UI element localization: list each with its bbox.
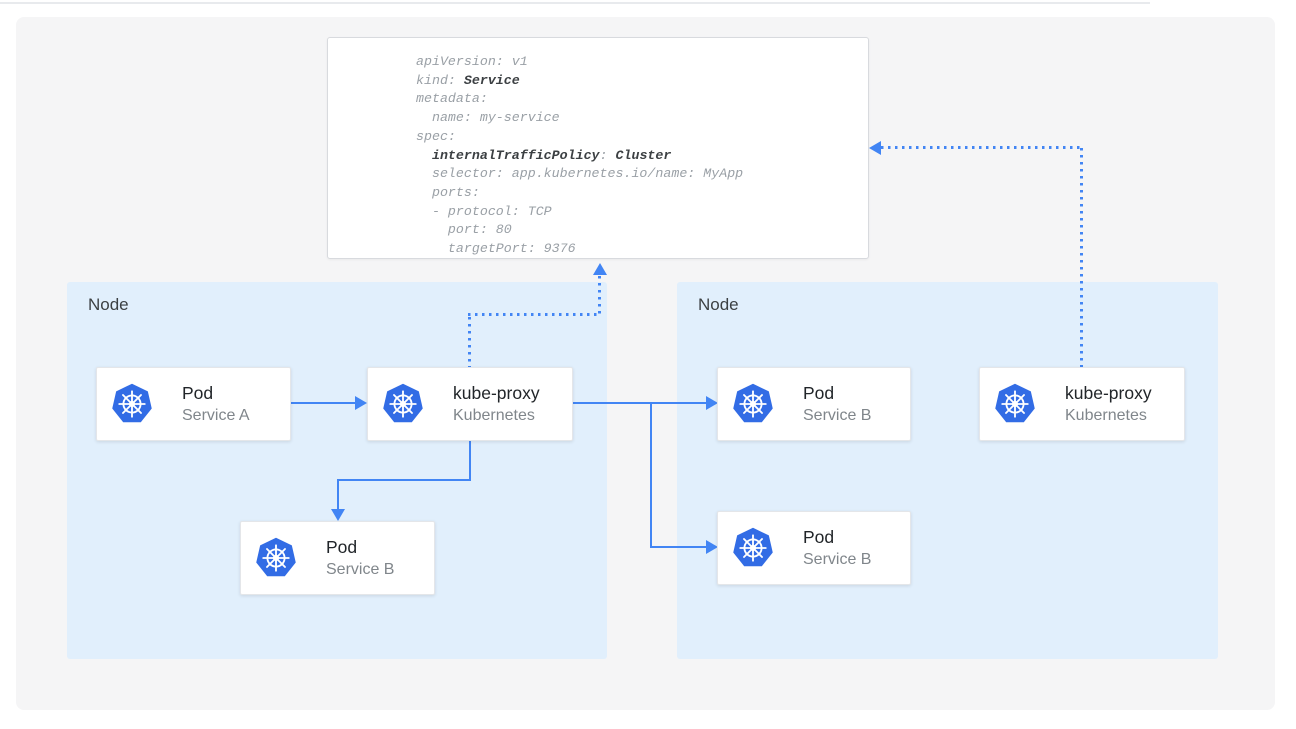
card-title: Pod [803, 527, 835, 547]
card-pod-service-a: Pod Service A [96, 367, 291, 441]
card-subtitle: Service B [326, 561, 395, 578]
yaml-line: targetPort: 9376 [416, 241, 576, 257]
node-label-left: Node [88, 295, 129, 314]
yaml-line: kind: Service [416, 72, 520, 88]
yaml-line: apiVersion: v1 [416, 54, 528, 69]
yaml-code: apiVersion: v1 kind: Service metadata: nam… [416, 53, 868, 259]
yaml-manifest-panel: apiVersion: v1 kind: Service metadata: nam… [327, 37, 869, 259]
node-box-left [67, 282, 607, 659]
card-kube-proxy-right: kube-proxy Kubernetes [979, 367, 1185, 441]
card-subtitle: Service B [803, 407, 872, 424]
card-title: kube-proxy [1065, 383, 1152, 403]
card-pod-service-b-left: Pod Service B [240, 521, 435, 595]
kubernetes-icon [110, 382, 154, 426]
yaml-line: internalTrafficPolicy: Cluster [431, 147, 672, 163]
yaml-line: spec: [416, 128, 456, 144]
card-subtitle: Kubernetes [1065, 407, 1147, 424]
kubernetes-icon [381, 382, 425, 426]
node-label-right: Node [698, 295, 739, 314]
card-title: Pod [182, 383, 214, 403]
yaml-line: metadata: [416, 91, 488, 107]
kubernetes-icon [993, 382, 1037, 426]
card-title: Pod [326, 537, 358, 557]
yaml-line: - protocol: TCP [416, 203, 552, 219]
kubernetes-icon [254, 536, 298, 580]
kubernetes-icon [731, 382, 775, 426]
yaml-line: ports: [416, 184, 480, 200]
yaml-line: port: 80 [416, 222, 512, 238]
card-subtitle: Service A [182, 407, 250, 424]
card-title: kube-proxy [453, 383, 540, 403]
node-box-right [677, 282, 1218, 659]
card-title: Pod [803, 383, 835, 403]
card-subtitle: Service B [803, 551, 872, 568]
kubernetes-icon [731, 526, 775, 570]
yaml-line: selector: app.kubernetes.io/name: MyApp [416, 166, 744, 182]
card-pod-service-b-right-top: Pod Service B [717, 367, 911, 441]
card-kube-proxy-left: kube-proxy Kubernetes [367, 367, 573, 441]
card-subtitle: Kubernetes [453, 407, 535, 424]
yaml-line: name: my-service [416, 110, 560, 126]
card-pod-service-b-right-bottom: Pod Service B [717, 511, 911, 585]
top-divider-line [0, 2, 1150, 4]
